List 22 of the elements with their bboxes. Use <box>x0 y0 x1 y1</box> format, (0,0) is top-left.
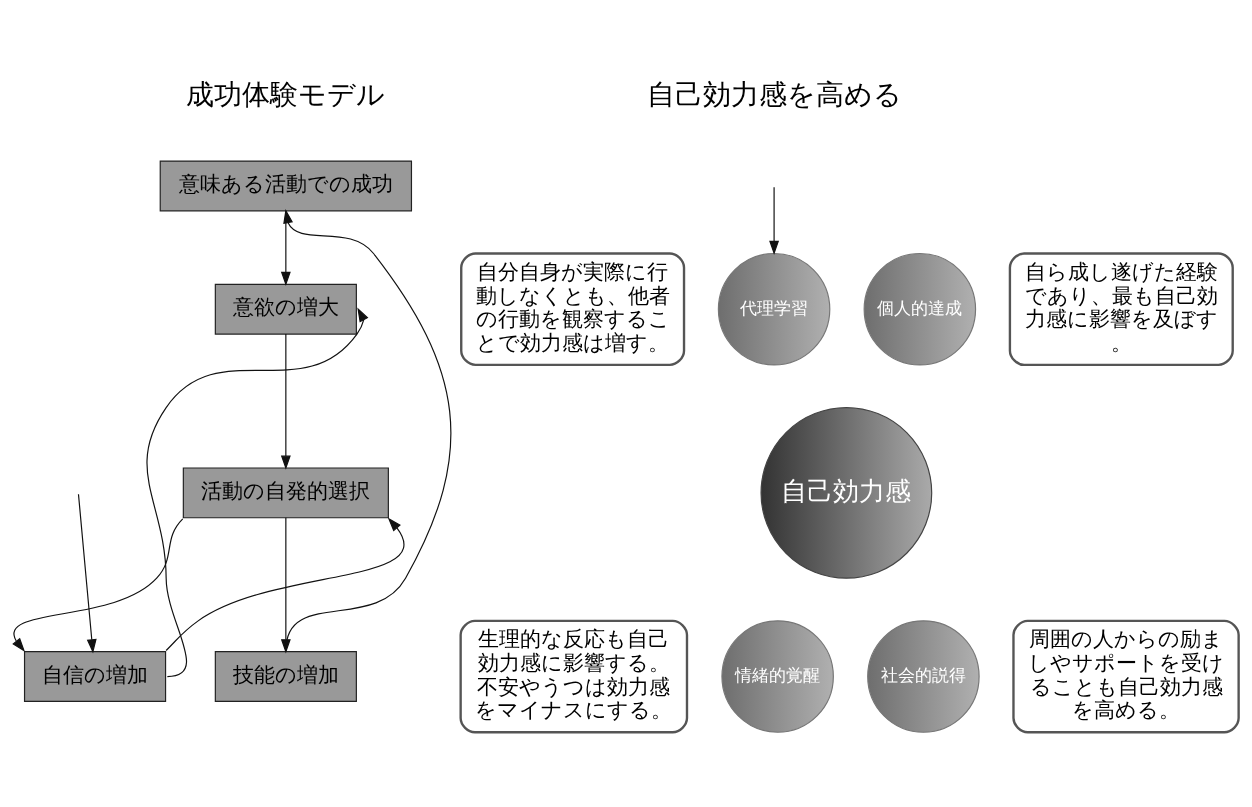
arrow <box>146 307 369 677</box>
label: 成功体験モデル <box>186 77 386 111</box>
node-box: 自ら成し遂げた経験であり、最も自己効力感に影響を及ぼす。 <box>1008 251 1234 366</box>
node-circle: 個人的達成 <box>863 252 977 365</box>
node-circle: 社会的説得 <box>867 619 980 733</box>
node-box: 生理的な反応も自己効力感に影響する。不安やうつは効力感をマイナスにする。 <box>459 619 689 733</box>
node-box: 意欲の増大 <box>214 283 357 335</box>
arrow <box>280 209 291 286</box>
node-circle: 代理学習 <box>717 252 831 365</box>
node-circle: 情緒的覚醒 <box>721 619 834 733</box>
node-box: 技能の増加 <box>214 650 357 702</box>
node-box: 自分自身が実際に行動しなくとも、他者の行動を観察することで効力感は増す。 <box>460 251 686 366</box>
arrow <box>280 333 291 470</box>
label: 自己効力感を高める <box>646 77 902 111</box>
node-box: 周囲の人からの励ましやサポートを受けることも自己効力感を高める。 <box>1012 619 1240 733</box>
arrow <box>77 493 97 653</box>
node-box: 自信の増加 <box>23 650 167 702</box>
node-box: 活動の自発的選択 <box>182 466 389 518</box>
node-box: 意味ある活動での成功 <box>159 159 413 211</box>
node-circle: 自己効力感 <box>760 406 933 579</box>
arrow <box>769 186 780 255</box>
arrow <box>12 517 184 652</box>
